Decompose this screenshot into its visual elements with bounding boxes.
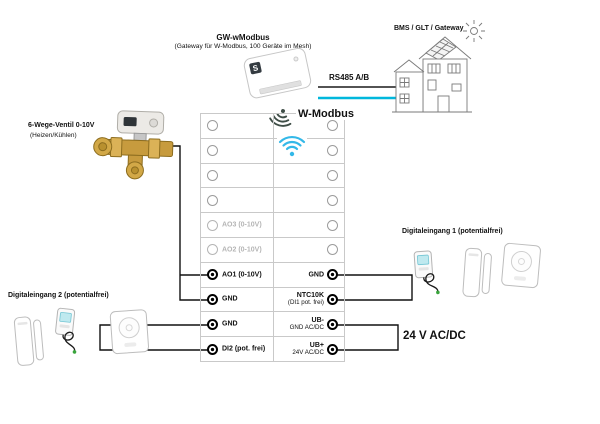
terminal-row-empty-1 bbox=[201, 114, 273, 139]
gateway-device: S bbox=[243, 47, 312, 99]
terminal-label-group: NTC10K (DI1 pot. frei) bbox=[288, 292, 324, 306]
valve-title: 6-Wege-Ventil 0-10V bbox=[28, 122, 95, 129]
terminal-screw-icon bbox=[207, 169, 218, 181]
terminal-screw-icon bbox=[207, 318, 218, 330]
terminal-label-group: UB+ 24V AC/DC bbox=[292, 342, 324, 356]
terminal-row-empty-r3 bbox=[274, 164, 344, 189]
terminal-sublabel: 24V AC/DC bbox=[292, 348, 324, 356]
door-contact-sensor-right bbox=[462, 247, 493, 299]
terminal-row-gnd-2: GND bbox=[201, 312, 273, 338]
wire-di2-gnd bbox=[99, 324, 214, 351]
terminal-label-group: GND bbox=[308, 271, 324, 279]
terminal-row-empty-r6 bbox=[274, 238, 344, 263]
wire-power-ub bbox=[331, 324, 399, 351]
terminal-row-ao3: AO3 (0-10V) bbox=[201, 213, 273, 238]
cable-sensor-right bbox=[413, 249, 441, 297]
terminal-screw-icon bbox=[327, 318, 338, 330]
terminal-label: GND bbox=[308, 270, 324, 278]
terminal-row-empty-3 bbox=[201, 164, 273, 189]
terminal-column-left: AO3 (0-10V) AO2 (0-10V) AO1 (0-10V) GND … bbox=[201, 114, 274, 361]
terminal-label-group: UB- GND AC/DC bbox=[290, 317, 324, 331]
terminal-label: AO2 (0-10V) bbox=[222, 246, 262, 254]
terminal-label: GND bbox=[222, 320, 238, 328]
gateway-logo bbox=[249, 61, 262, 75]
terminal-row-gnd-1: GND bbox=[201, 288, 273, 313]
actuator-display bbox=[123, 116, 137, 127]
terminal-block: AO3 (0-10V) AO2 (0-10V) AO1 (0-10V) GND … bbox=[200, 113, 345, 362]
terminal-label: UB- bbox=[311, 317, 324, 325]
digital-input-1-label: Digitaleingang 1 (potentialfrei) bbox=[402, 228, 503, 235]
terminal-row-empty-r1 bbox=[274, 114, 344, 139]
gateway-logo-letter: S bbox=[252, 63, 260, 73]
digital-input-2-label: Digitaleingang 2 (potentialfrei) bbox=[8, 292, 109, 299]
terminal-row-empty-r5 bbox=[274, 213, 344, 238]
gateway-title: GW-wModbus bbox=[216, 33, 270, 42]
terminal-label: GND bbox=[222, 295, 238, 303]
terminal-screw-icon bbox=[207, 269, 218, 281]
sun-icon bbox=[470, 27, 478, 35]
terminal-row-empty-r4 bbox=[274, 188, 344, 214]
valve-subtitle: (Heizen/Kühlen) bbox=[30, 132, 77, 139]
terminal-screw-icon bbox=[327, 293, 338, 305]
terminal-screw-icon bbox=[207, 120, 218, 132]
terminal-screw-icon bbox=[207, 219, 218, 231]
terminal-row-empty-2 bbox=[201, 139, 273, 164]
terminal-label: AO1 (0-10V) bbox=[222, 271, 262, 279]
terminal-row-ub-plus: UB+ 24V AC/DC bbox=[274, 337, 344, 361]
rs485-label: RS485 A/B bbox=[329, 73, 370, 82]
door-contact-sensor-left bbox=[13, 315, 45, 367]
terminal-label: NTC10K bbox=[296, 292, 324, 300]
terminal-row-empty-r2 bbox=[274, 139, 344, 164]
terminal-row-empty-4 bbox=[201, 188, 273, 214]
terminal-screw-icon bbox=[207, 293, 218, 305]
terminal-screw-icon bbox=[327, 194, 338, 206]
valve-device bbox=[93, 110, 174, 180]
terminal-row-di2: DI2 (pot. frei) bbox=[201, 337, 273, 361]
bms-building bbox=[392, 20, 485, 113]
terminal-row-gnd-right: GND bbox=[274, 263, 344, 288]
thermostat-right bbox=[500, 242, 542, 289]
terminal-row-ao2: AO2 (0-10V) bbox=[201, 238, 273, 263]
thermostat-left bbox=[109, 308, 150, 355]
power-label: 24 V AC/DC bbox=[403, 330, 466, 342]
terminal-row-ao1: AO1 (0-10V) bbox=[201, 263, 273, 288]
terminal-label: UB+ bbox=[309, 341, 324, 349]
wmodbus-wifi-icon bbox=[277, 131, 307, 161]
terminal-screw-icon bbox=[207, 343, 218, 355]
terminal-row-ub-minus: UB- GND AC/DC bbox=[274, 312, 344, 338]
terminal-label: DI2 (pot. frei) bbox=[222, 345, 266, 353]
terminal-screw-icon bbox=[327, 244, 338, 256]
terminal-column-right: GND NTC10K (DI1 pot. frei) UB- GND AC/DC bbox=[274, 114, 344, 361]
terminal-screw-icon bbox=[327, 269, 338, 281]
terminal-screw-icon bbox=[207, 194, 218, 206]
terminal-label: AO3 (0-10V) bbox=[222, 221, 262, 229]
bms-label: BMS / GLT / Gateway bbox=[394, 25, 464, 32]
cable-sensor-left bbox=[52, 307, 82, 355]
wire-di1-ntc bbox=[331, 274, 413, 301]
terminal-sublabel: GND AC/DC bbox=[289, 323, 324, 331]
terminal-row-ntc10k: NTC10K (DI1 pot. frei) bbox=[274, 288, 344, 313]
terminal-screw-icon bbox=[327, 169, 338, 181]
terminal-screw-icon bbox=[207, 244, 218, 256]
terminal-screw-icon bbox=[327, 343, 338, 355]
terminal-screw-icon bbox=[207, 145, 218, 157]
terminal-screw-icon bbox=[327, 219, 338, 231]
gateway-subtitle: (Gateway für W-Modbus, 100 Geräte im Mes… bbox=[174, 43, 312, 50]
terminal-screw-icon bbox=[327, 145, 338, 157]
terminal-sublabel: (DI1 pot. frei) bbox=[287, 298, 324, 306]
wmodbus-label: W-Modbus bbox=[296, 108, 356, 120]
terminal-screw-icon bbox=[327, 120, 338, 132]
